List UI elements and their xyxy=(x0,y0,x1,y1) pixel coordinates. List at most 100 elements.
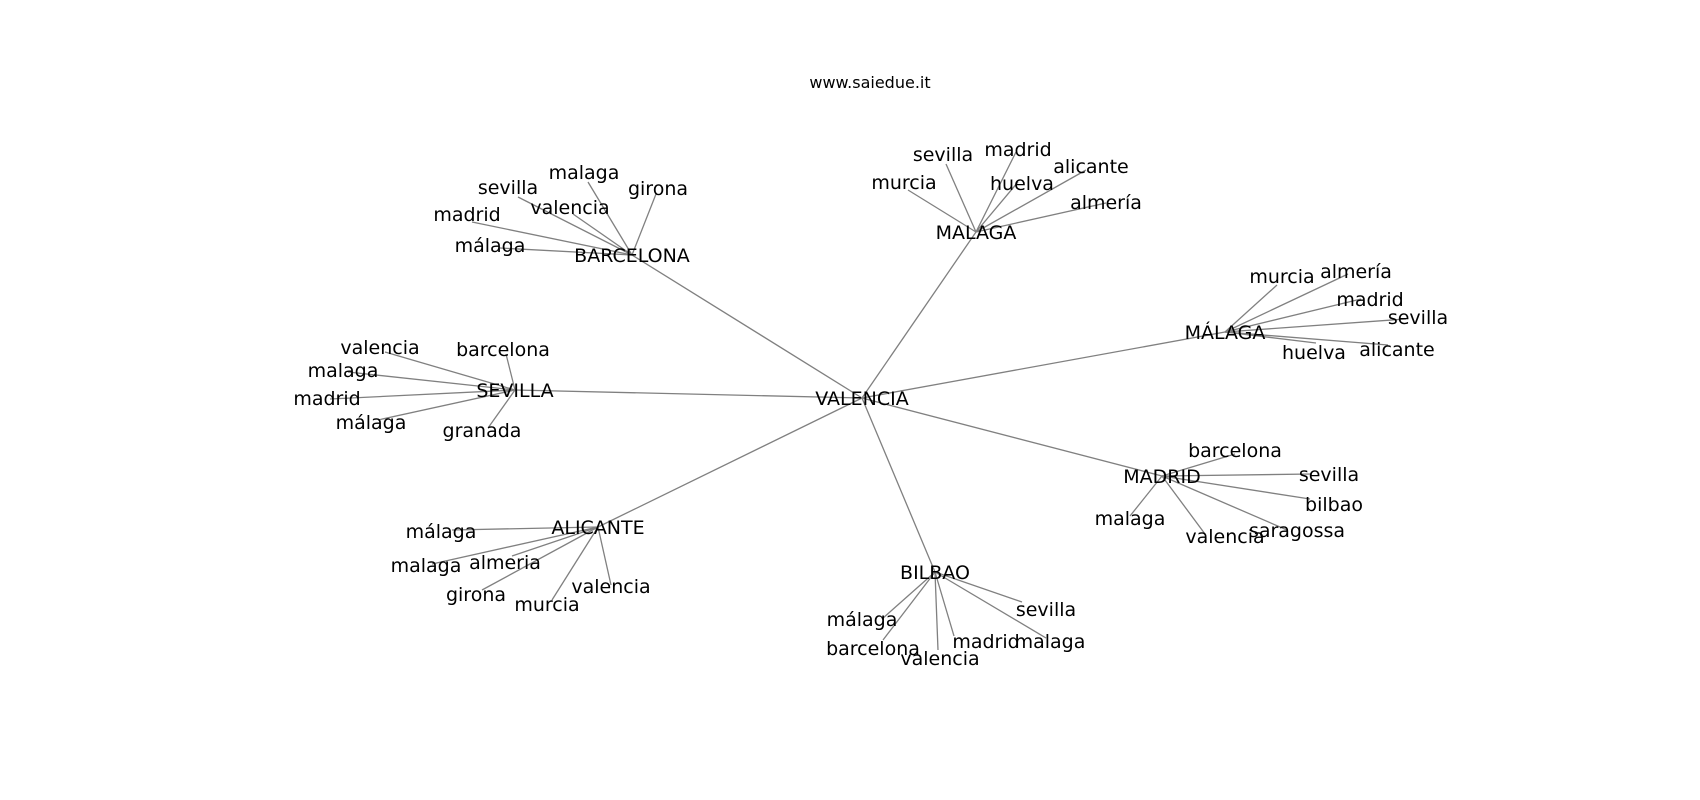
edge-hub-leaf xyxy=(934,571,1047,639)
edge-hub-leaf xyxy=(1161,475,1311,500)
leaf-node-label: valencia xyxy=(340,337,419,359)
edge-root-hub xyxy=(861,331,1226,399)
hub-node-label: MALAGA xyxy=(936,222,1017,244)
leaf-node-label: madrid xyxy=(1336,289,1403,311)
edge-hub-leaf xyxy=(1161,475,1288,531)
edge-hub-leaf xyxy=(431,526,599,565)
edge-hub-leaf xyxy=(975,181,1019,233)
leaf-node-label: almería xyxy=(1320,261,1392,283)
edge-root-hub xyxy=(861,397,936,573)
leaf-node-label: saragossa xyxy=(1249,520,1345,542)
leaf-node-label: almeria xyxy=(469,552,541,574)
edge-hub-leaf xyxy=(551,526,599,601)
leaf-node-label: granada xyxy=(443,420,522,442)
leaf-node-label: madrid xyxy=(952,631,1019,653)
leaf-node-label: murcia xyxy=(514,594,579,616)
leaf-node-label: valencia xyxy=(571,576,650,598)
leaf-node-label: valencia xyxy=(1185,526,1264,548)
leaf-node-label: malaga xyxy=(308,360,379,382)
edge-hub-leaf xyxy=(934,571,955,637)
leaf-node-label: barcelona xyxy=(826,638,920,660)
edge-root-hub xyxy=(631,254,863,399)
edge-hub-leaf xyxy=(1224,331,1389,346)
edge-hub-leaf xyxy=(975,151,1017,233)
edge-hub-leaf xyxy=(1224,284,1278,333)
edge-hub-leaf xyxy=(471,221,633,256)
hub-node-label: SEVILLA xyxy=(476,380,553,402)
edge-hub-leaf xyxy=(451,526,599,531)
edge-hub-leaf xyxy=(1129,475,1163,517)
edge-hub-leaf xyxy=(975,202,1107,233)
leaf-node-label: alicante xyxy=(1359,339,1434,361)
hub-node-label: BARCELONA xyxy=(574,245,690,267)
edge-hub-leaf xyxy=(597,526,612,586)
leaf-node-label: barcelona xyxy=(456,339,550,361)
edge-hub-leaf xyxy=(1224,318,1407,333)
edge-hub-leaf xyxy=(881,571,936,620)
leaf-node-label: murcia xyxy=(871,172,936,194)
leaf-node-label: sevilla xyxy=(1016,599,1076,621)
leaf-node-label: sevilla xyxy=(913,144,973,166)
leaf-node-label: bilbao xyxy=(1305,494,1363,516)
leaf-node-label: girona xyxy=(446,584,506,606)
hub-node-label: BILBAO xyxy=(900,562,970,584)
edge-hub-leaf xyxy=(1224,273,1349,333)
edge-hub-leaf xyxy=(945,163,977,233)
leaf-node-label: huelva xyxy=(1282,342,1346,364)
leaf-node-label: valencia xyxy=(900,648,979,670)
edge-hub-leaf xyxy=(631,193,657,256)
edge-hub-leaf xyxy=(907,189,977,233)
leaf-node-label: málaga xyxy=(336,412,407,434)
leaf-node-label: alicante xyxy=(1053,156,1128,178)
leaf-node-label: madrid xyxy=(293,388,360,410)
hub-node-label: MADRID xyxy=(1123,466,1200,488)
edge-root-hub xyxy=(861,231,977,399)
root-node-label: VALENCIA xyxy=(815,388,908,410)
leaf-node-label: malaga xyxy=(1095,508,1166,530)
edge-hub-leaf xyxy=(934,571,939,651)
leaf-node-label: huelva xyxy=(990,173,1054,195)
leaf-node-label: murcia xyxy=(1249,266,1314,288)
edge-hub-leaf xyxy=(487,389,516,429)
leaf-node-label: malaga xyxy=(391,555,462,577)
label-layer: VALENCIA BARCELONA sevilla malaga girona madr… xyxy=(293,139,1448,670)
edge-hub-leaf xyxy=(517,196,633,256)
edge-hub-leaf xyxy=(384,351,516,391)
leaf-node-label: madrid xyxy=(984,139,1051,161)
leaf-node-label: almería xyxy=(1070,192,1142,214)
leaf-node-label: málaga xyxy=(455,235,526,257)
site-url-label: www.saiedue.it xyxy=(809,73,930,92)
leaf-node-label: malaga xyxy=(1015,631,1086,653)
edge-hub-leaf xyxy=(499,247,633,256)
leaf-node-label: valencia xyxy=(530,197,609,219)
edge-hub-leaf xyxy=(347,371,516,391)
edge-hub-leaf xyxy=(934,571,1023,603)
edge-hub-leaf xyxy=(1224,298,1362,333)
leaf-node-label: sevilla xyxy=(1299,464,1359,486)
leaf-node-label: málaga xyxy=(406,521,477,543)
edge-root-hub xyxy=(597,397,863,528)
edge-hub-leaf xyxy=(572,213,633,256)
edge-hub-leaf xyxy=(1161,453,1236,477)
leaf-node-label: barcelona xyxy=(1188,440,1282,462)
edge-hub-leaf xyxy=(1161,475,1206,535)
edge-hub-leaf xyxy=(329,389,516,400)
edge-hub-leaf xyxy=(481,526,599,591)
leaf-node-label: málaga xyxy=(827,609,898,631)
edge-hub-leaf xyxy=(587,181,633,256)
hub-node-label: ALICANTE xyxy=(551,517,644,539)
leaf-node-label: sevilla xyxy=(478,177,538,199)
edge-root-hub xyxy=(861,397,1163,477)
edge-hub-leaf xyxy=(505,353,516,391)
edge-hub-leaf xyxy=(377,389,516,421)
edge-hub-leaf xyxy=(1161,473,1313,477)
leaf-node-label: malaga xyxy=(549,162,620,184)
leaf-node-label: madrid xyxy=(433,204,500,226)
edge-hub-leaf xyxy=(882,571,936,641)
hub-node-label: MÁLAGA xyxy=(1185,321,1266,344)
edge-hub-leaf xyxy=(975,169,1087,233)
leaf-node-label: girona xyxy=(628,178,688,200)
edge-root-hub xyxy=(514,389,863,399)
leaf-node-label: sevilla xyxy=(1388,307,1448,329)
